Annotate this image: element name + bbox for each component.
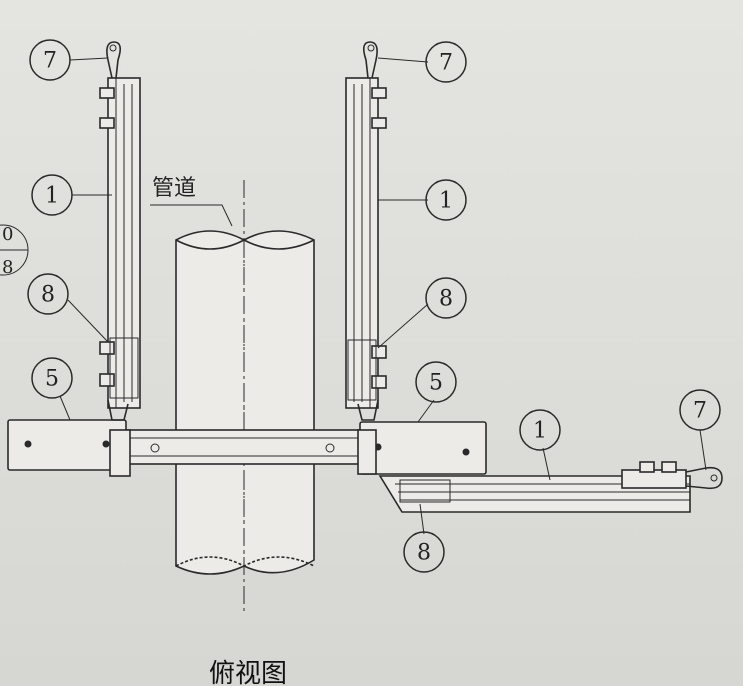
cross-bar [123,429,363,465]
right-clamp-block [357,421,487,475]
svg-text:5: 5 [45,367,59,392]
callout-right-5: 5 [415,361,457,403]
pipe-label-group: 管道 [150,176,233,227]
right-vertical-rail [345,41,387,421]
left-vertical-rail [99,41,141,421]
svg-text:8: 8 [41,283,55,308]
edge-fragment-top: 0 [2,224,13,245]
edge-fragment-bottom: 8 [2,257,13,278]
svg-text:1: 1 [439,189,453,214]
callout-right-1: 1 [425,179,467,221]
callout-left-1: 1 [31,174,73,216]
callout-horizontal-7: 7 [679,389,721,431]
svg-text:5: 5 [429,371,443,396]
svg-text:7: 7 [439,51,453,76]
svg-text:7: 7 [43,49,57,74]
pipe-label: 管道 [152,176,196,201]
callout-horizontal-1: 1 [519,409,561,451]
callout-left-5: 5 [31,357,73,399]
callout-left-8: 8 [27,273,69,315]
left-clamp-block [7,419,131,477]
callout-left-top-7: 7 [29,39,71,81]
edge-callout-fragment: 0 8 [0,224,29,278]
svg-text:1: 1 [45,184,59,209]
svg-text:8: 8 [417,541,431,566]
svg-text:7: 7 [693,399,707,424]
svg-text:1: 1 [533,419,547,444]
callout-horizontal-8: 8 [403,531,445,573]
callout-right-8: 8 [425,277,467,319]
pipe [175,180,315,615]
callout-right-top-7: 7 [425,41,467,83]
leader-lines [59,57,707,535]
svg-text:8: 8 [439,287,453,312]
horizontal-rail [378,461,723,513]
view-title: 俯视图 [209,659,287,686]
